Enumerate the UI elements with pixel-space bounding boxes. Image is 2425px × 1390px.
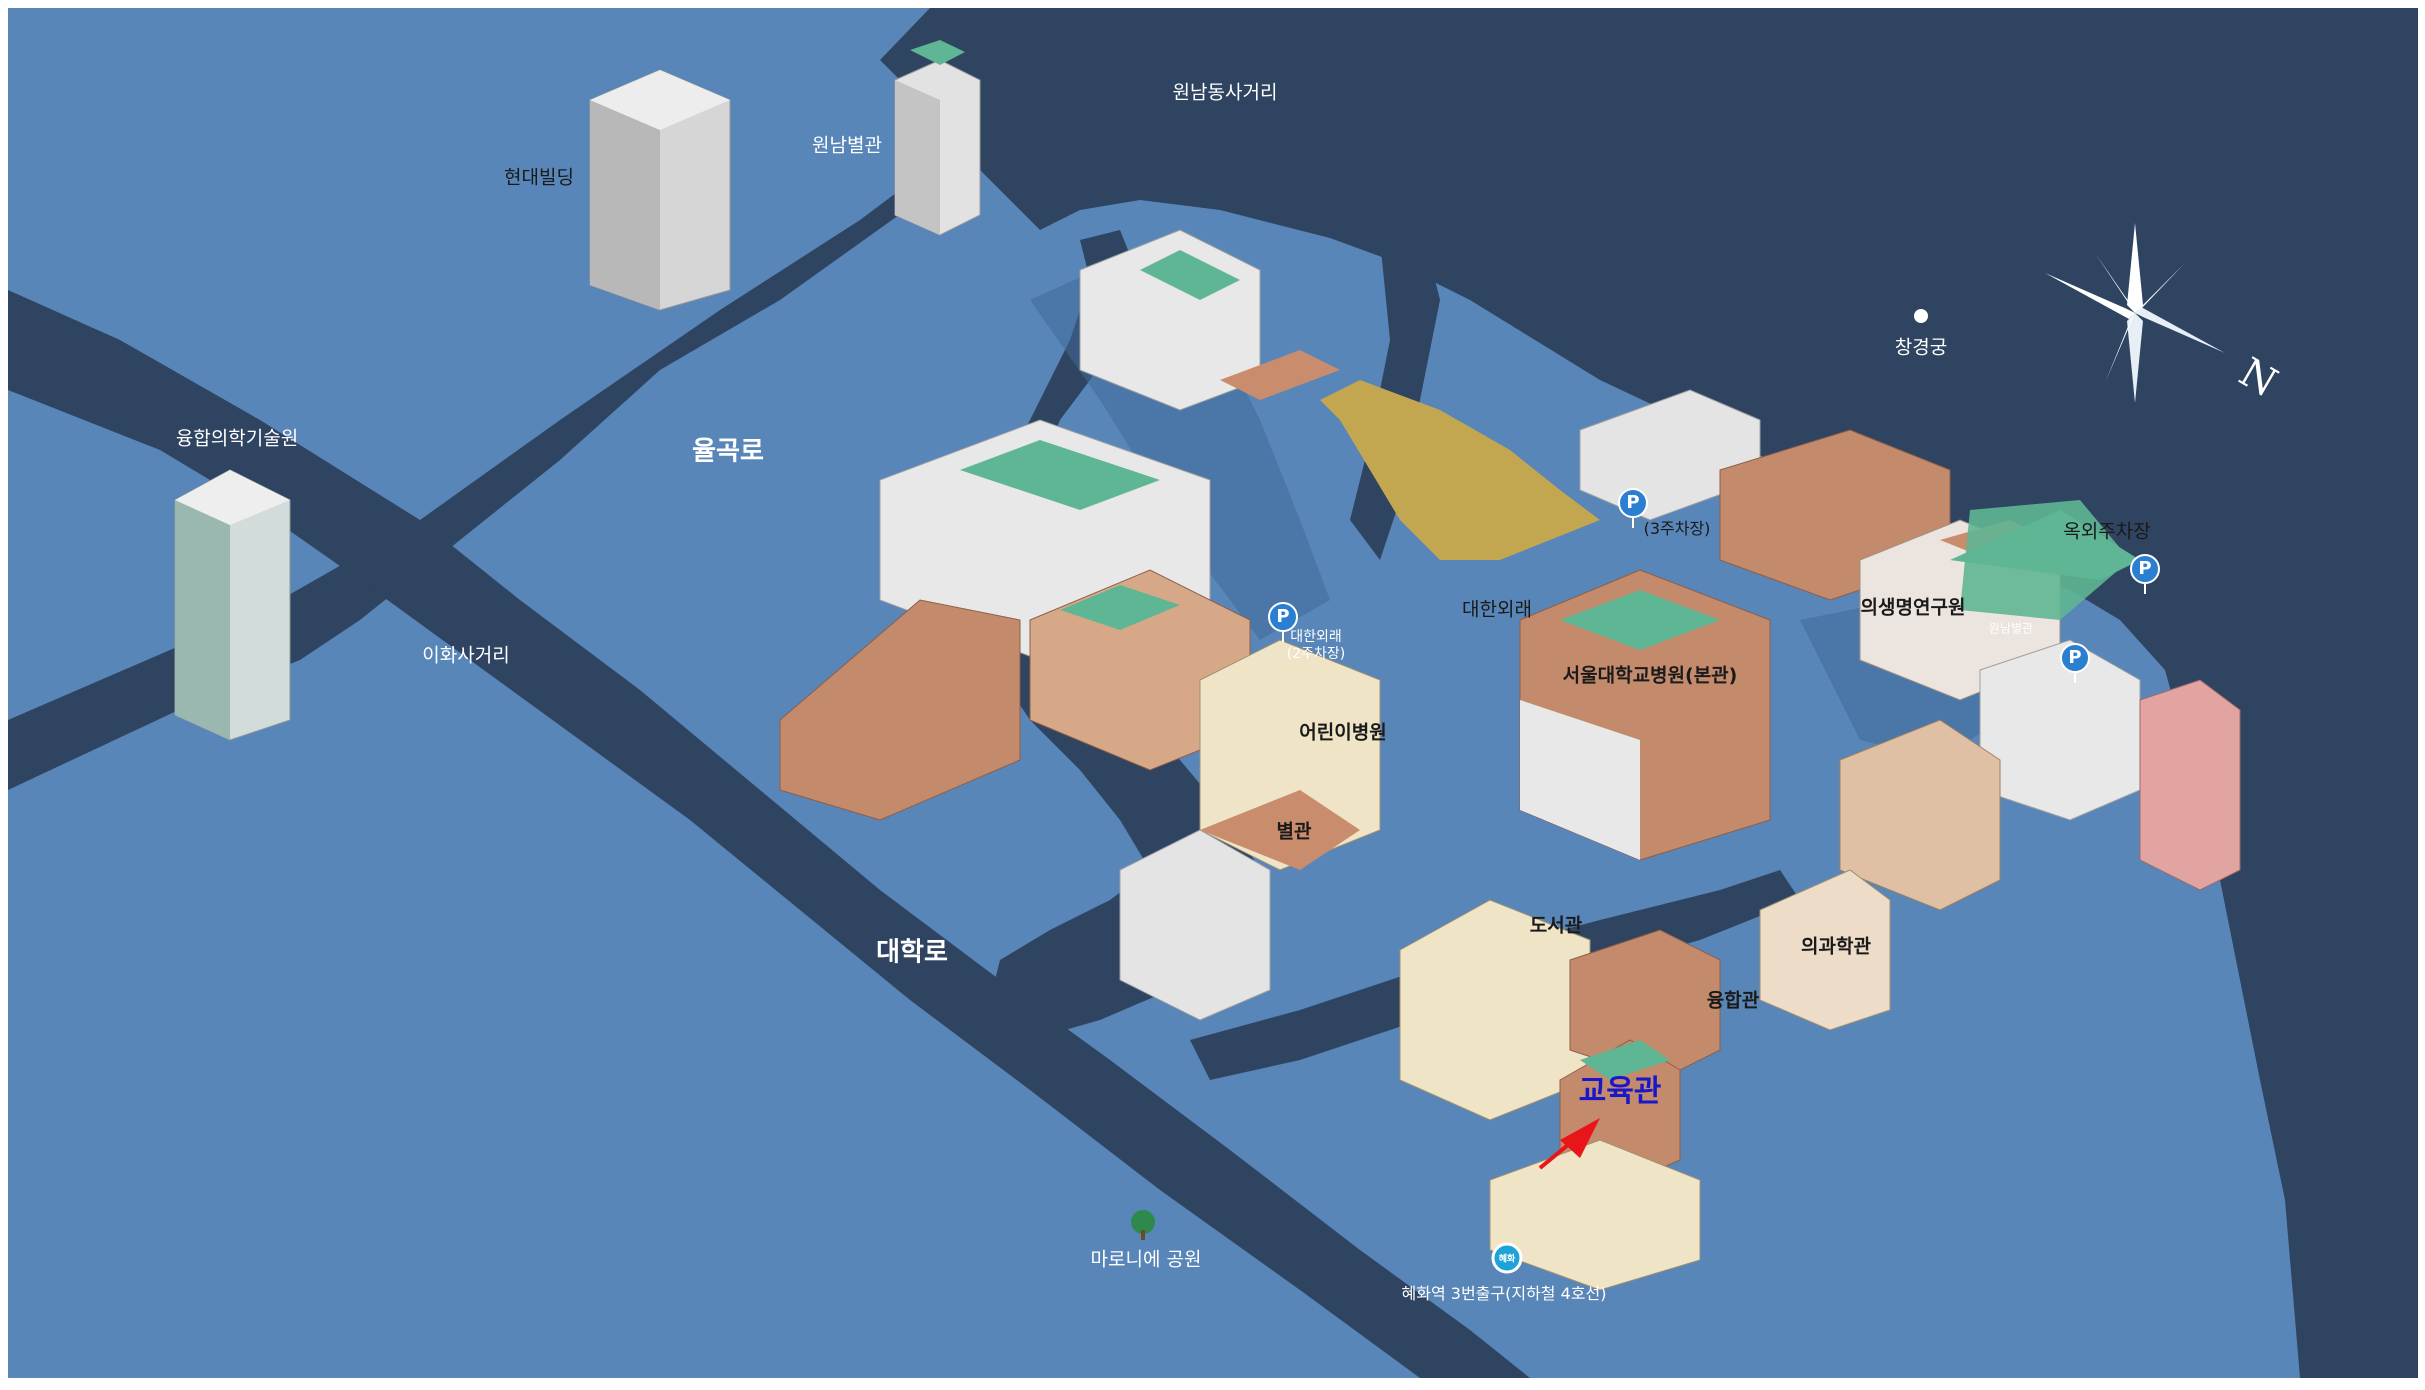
north-cluster: [1079, 229, 1340, 411]
parking-icon-east[interactable]: P: [2060, 643, 2090, 683]
subway-station-icon: [1491, 1242, 1523, 1274]
marronnier-tree-icon: [1131, 1210, 1155, 1240]
label-biomedical-research: 의생명연구원: [1860, 596, 1966, 619]
label-childrens-hospital: 어린이병원: [1299, 721, 1387, 744]
convergence-institute-building: [174, 469, 291, 741]
label-main-hospital: 서울대학교병원(본관): [1562, 664, 1738, 687]
label-convergence-institute: 융합의학기술원: [175, 427, 299, 450]
label-ihwa-intersection: 이화사거리: [422, 644, 510, 667]
east-cluster: [1839, 500, 2241, 911]
label-annex: 별관: [1276, 820, 1312, 843]
label-station-sign: 혜화: [1498, 1254, 1516, 1265]
label-outdoor-parking: 옥외주차장: [2063, 520, 2151, 543]
label-medical-science-building: 의과학관: [1801, 935, 1871, 958]
label-education-hall: 교육관: [1578, 1074, 1662, 1109]
compass-rose-icon: [2045, 223, 2225, 403]
label-parking-3: (3주차장): [1643, 519, 1711, 538]
label-daehan-oerae: 대한외래: [1462, 598, 1532, 621]
wonnam-annex-building: [894, 40, 981, 236]
education-hall-arrow: [1538, 1118, 1600, 1170]
label-yulgok-road: 율곡로: [692, 436, 764, 467]
label-library: 도서관: [1529, 914, 1583, 937]
label-marronnier-park: 마로니에 공원: [1090, 1248, 1202, 1271]
hyundai-building: [589, 69, 731, 311]
parking-icon-lot2[interactable]: P: [1268, 602, 1298, 642]
buildings: [174, 40, 2241, 1291]
label-hyundai-building: 현대빌딩: [504, 166, 574, 189]
parking-icon-lot3[interactable]: P: [1618, 488, 1648, 528]
south-cluster: [1399, 869, 1891, 1291]
label-daehan-oerae-parking: 대한외래 (2주차장): [1286, 629, 1346, 662]
parking-icon-outdoor[interactable]: P: [2130, 554, 2160, 594]
west-campus-cluster: [779, 419, 1381, 1021]
label-wonnam-annex-small: 원남별관: [1988, 621, 2034, 636]
label-daehak-road: 대학로: [876, 937, 948, 968]
main-hospital-building: [1519, 389, 1951, 861]
label-convergence-hall: 융합관: [1706, 989, 1760, 1012]
lawn-field: [1320, 380, 1600, 560]
label-wonnam-intersection: 원남동사거리: [1172, 81, 1278, 104]
label-changgyeonggung: 창경궁: [1894, 336, 1948, 359]
changgyeonggung-marker: [1914, 309, 1928, 323]
label-hyehwa-exit: 혜화역 3번출구(지하철 4호선): [1401, 1284, 1607, 1303]
label-wonnam-annex: 원남별관: [812, 134, 882, 157]
